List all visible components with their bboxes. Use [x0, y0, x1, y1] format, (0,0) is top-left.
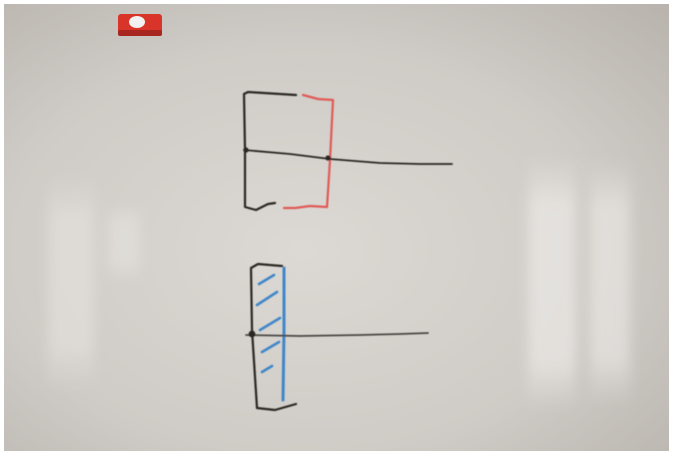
top-left-dot — [243, 147, 248, 152]
top-right-dot — [325, 155, 330, 160]
bottom-box-blue-right-side — [283, 268, 284, 400]
red-magnet — [118, 14, 162, 36]
bottom-left-dot — [249, 331, 256, 338]
